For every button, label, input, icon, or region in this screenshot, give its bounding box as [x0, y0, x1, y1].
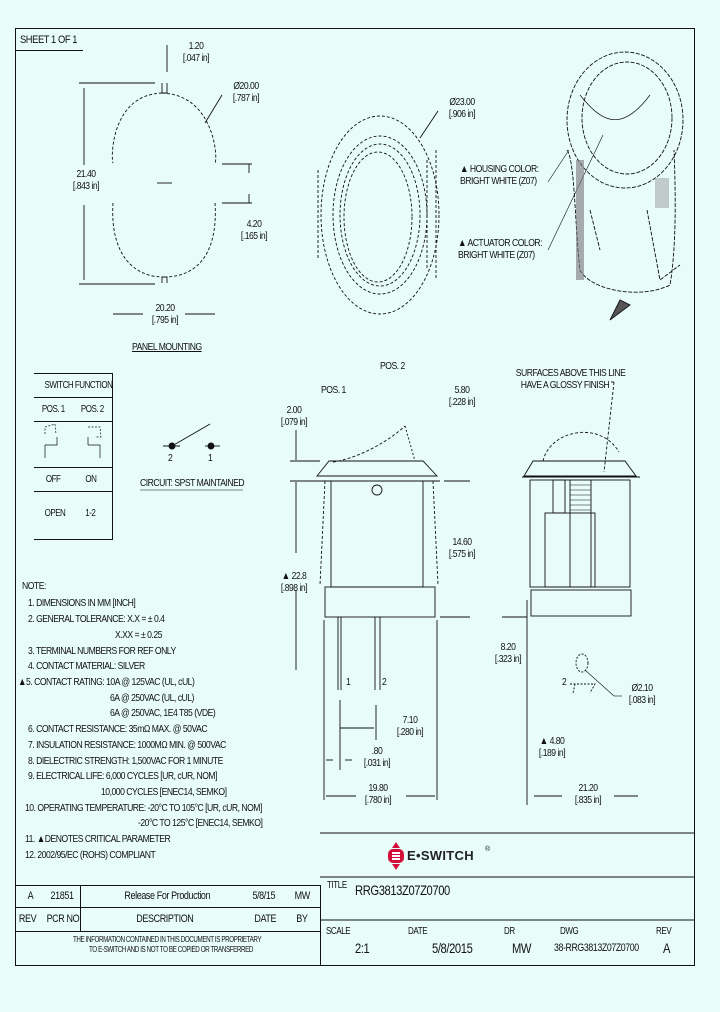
e-switch-logo: E•SWITCH ®	[385, 842, 495, 870]
circuit-diagram	[140, 423, 243, 491]
title-label: TITLE	[327, 880, 347, 891]
scale-label: SCALE	[326, 926, 351, 937]
dim-0-80: .80[.031 in]	[363, 745, 391, 769]
description-header: DESCRIPTION	[136, 913, 194, 925]
note-line: 10. OPERATING TEMPERATURE: -20°C TO 105°…	[25, 802, 262, 814]
note-line: 10,000 CYCLES [ENEC14, SEMKO]	[101, 786, 227, 798]
sft-state-row: OFF ON	[34, 468, 112, 492]
dwg-value: 38-RRG3813Z07Z0700	[554, 942, 639, 954]
dim-4-20: 4.20[.165 in]	[240, 218, 268, 242]
note-line: 12. 2002/95/EC (ROHS) COMPLIANT	[25, 849, 156, 861]
sheet-label: SHEET 1 OF 1	[20, 34, 78, 46]
note-line: 11. ▲DENOTES CRITICAL PARAMETER	[25, 833, 171, 845]
title-block-lines	[320, 832, 695, 921]
dim-dia-23: Ø23.00[.906 in]	[448, 96, 476, 120]
proprietary-line-1: THE INFORMATION CONTAINED IN THIS DOCUME…	[73, 935, 262, 944]
front-view-rings	[317, 110, 440, 315]
side-view-switch	[290, 425, 470, 800]
dim-4-80: ▲ 4.80[.189 in]	[538, 735, 566, 759]
dim-5-80: 5.80[.228 in]	[448, 384, 476, 408]
dim-7-10: 7.10[.280 in]	[396, 714, 424, 738]
date-value: 5/8/2015	[432, 940, 473, 956]
notes-title: NOTE:	[22, 580, 46, 592]
dim-8-20: 8.20[.323 in]	[494, 641, 522, 665]
by-header: BY	[296, 913, 308, 925]
dim-21-40: 21.40[.843 in]	[72, 168, 100, 192]
note-line: 4. CONTACT MATERIAL: SILVER	[28, 660, 145, 672]
dim-22-8: ▲ 22.8[.898 in]	[280, 570, 308, 594]
date-label: DATE	[408, 926, 428, 937]
panel-cutout-outline	[79, 45, 252, 315]
note-line: 1. DIMENSIONS IN MM [INCH]	[28, 597, 136, 609]
rev-description: Release For Production	[124, 890, 211, 902]
dim-dia-20: Ø20.00[.787 in]	[232, 80, 260, 104]
note-line: 2. GENERAL TOLERANCE: X.X = ± 0.4	[28, 613, 165, 625]
dim-1-20: 1.20[.047 in]	[182, 40, 210, 64]
dim-14-60: 14.60[.575 in]	[448, 536, 476, 560]
pos1-label: POS. 1	[321, 384, 346, 396]
registered-mark: ®	[485, 846, 491, 853]
dim-dia-2-10: Ø2.10[.083 in]	[628, 682, 656, 706]
rev-date: 5/8/15	[252, 890, 276, 902]
sft-title-row: SWITCH FUNCTION	[34, 374, 113, 398]
drawn-by-label: DR	[504, 926, 515, 937]
sheet-label-box: SHEET 1 OF 1	[15, 28, 83, 51]
rev-by: MW	[294, 890, 311, 902]
housing-color-note: ▲ HOUSING COLOR:BRIGHT WHITE (Z07)	[460, 163, 539, 187]
note-line: 8. DIELECTRIC STRENGTH: 1,500VAC FOR 1 M…	[28, 755, 223, 767]
drawn-by-value: MW	[512, 940, 532, 956]
side-terminal-1: 1	[346, 676, 351, 688]
note-line: 7. INSULATION RESISTANCE: 1000MΩ MIN. @ …	[28, 739, 226, 751]
isometric-switch	[547, 51, 684, 321]
note-line: 3. TERMINAL NUMBERS FOR REF ONLY	[28, 645, 176, 657]
note-line: X.XX = ± 0.25	[115, 629, 162, 641]
dwg-label: DWG	[560, 926, 579, 937]
circuit-terminal-2: 2	[168, 452, 173, 464]
title-value: RRG3813Z07Z0700	[355, 882, 450, 898]
revision-table: A 21851 Release For Production 5/8/15 MW…	[15, 885, 321, 966]
switch-function-glyphs	[44, 423, 102, 458]
rev-label: REV	[656, 926, 672, 937]
rev-value: A	[27, 890, 34, 902]
sft-circuit-row: OPEN 1-2	[44, 508, 96, 519]
date-header: DATE	[254, 913, 277, 925]
dim-21-20: 21.20[.835 in]	[574, 782, 602, 806]
note-line: 6A @ 250VAC (UL, cUL)	[110, 692, 194, 704]
brand-name: E•SWITCH	[407, 848, 474, 863]
sft-glyph-row	[34, 422, 112, 468]
dim-19-80: 19.80[.780 in]	[364, 782, 392, 806]
circuit-label: CIRCUIT: SPST MAINTAINED	[140, 477, 245, 489]
proprietary-line-2: TO E-SWITCH AND IS NOT TO BE COPIED OR T…	[89, 945, 254, 954]
actuator-color-note: ▲ ACTUATOR COLOR:BRIGHT WHITE (Z07)	[458, 237, 543, 261]
note-line: 6A @ 250VAC, 1E4 T85 (VDE)	[110, 707, 216, 719]
end-view-switch	[502, 381, 640, 805]
note-line: 9. ELECTRICAL LIFE: 6,000 CYCLES [UR, cU…	[28, 770, 218, 782]
panel-mounting-title: PANEL MOUNTING	[132, 341, 202, 353]
drawing-frame	[15, 28, 695, 966]
note-line: 6. CONTACT RESISTANCE: 35mΩ MAX. @ 50VAC	[28, 723, 208, 735]
dim-20-20: 20.20[.795 in]	[151, 302, 179, 326]
pcr-value: 21851	[50, 890, 74, 902]
rev-letter: A	[663, 940, 671, 956]
e-switch-logo-icon	[388, 842, 404, 870]
note-line: ▲5. CONTACT RATING: 10A @ 125VAC (UL, cU…	[18, 676, 195, 688]
end-terminal-2: 2	[562, 676, 567, 688]
note-line: -20°C TO 125°C [ENEC14, SEMKO]	[138, 817, 263, 829]
side-terminal-2: 2	[382, 676, 387, 688]
switch-function-table: SWITCH FUNCTION POS. 1 POS. 2 OFF ON OPE…	[34, 373, 113, 540]
pcr-header: PCR NO	[46, 913, 80, 925]
rev-header: REV	[18, 913, 37, 925]
sft-columns-row: POS. 1 POS. 2	[34, 398, 112, 422]
pos2-label: POS. 2	[380, 360, 405, 372]
circuit-terminal-1: 1	[208, 452, 213, 464]
dim-2-00: 2.00[.079 in]	[280, 404, 308, 428]
scale-value: 2:1	[355, 940, 370, 956]
